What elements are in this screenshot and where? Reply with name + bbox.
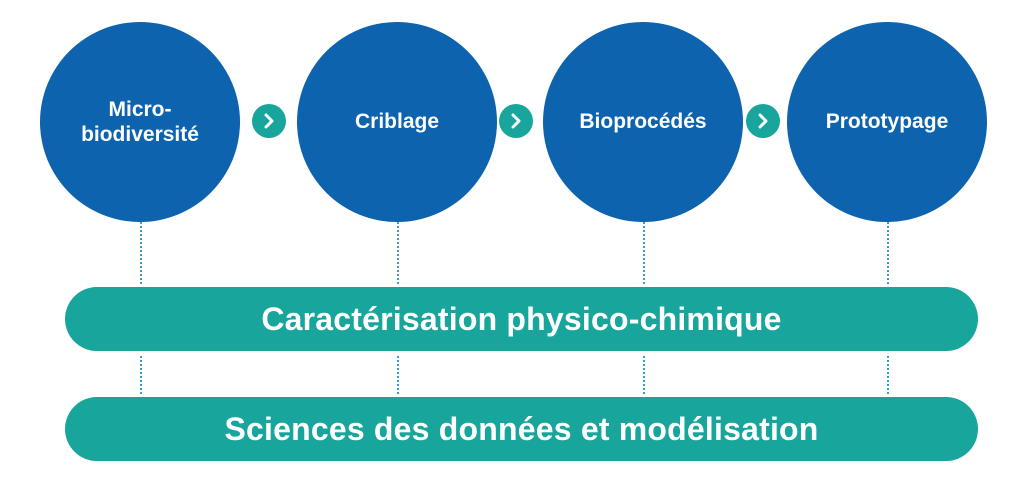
dotted-connector-line	[643, 356, 645, 394]
step-label: Micro- biodiversité	[81, 97, 199, 146]
band-label: Caractérisation physico-chimique	[261, 300, 782, 337]
dotted-connector-line	[140, 222, 142, 284]
dotted-connector-line	[397, 222, 399, 284]
band-label: Sciences des données et modélisation	[224, 410, 819, 447]
dotted-connector-line	[643, 222, 645, 284]
step-circle-criblage: Criblage	[297, 22, 497, 222]
dotted-connector-line	[887, 356, 889, 394]
chevron-right-icon	[252, 104, 286, 138]
dotted-connector-line	[397, 356, 399, 394]
step-circle-micro-biodiversite: Micro- biodiversité	[40, 22, 240, 222]
dotted-connector-line	[140, 356, 142, 394]
chevron-right-icon	[746, 104, 780, 138]
dotted-connector-line	[887, 222, 889, 284]
step-label: Prototypage	[825, 110, 949, 134]
chevron-right-icon	[499, 104, 533, 138]
band-caracterisation: Caractérisation physico-chimique	[65, 287, 978, 351]
step-label: Bioprocédés	[579, 110, 707, 134]
band-sciences-donnees: Sciences des données et modélisation	[65, 397, 978, 461]
step-label: Criblage	[354, 110, 440, 134]
step-circle-bioprocedes: Bioprocédés	[543, 22, 743, 222]
step-circle-prototypage: Prototypage	[787, 22, 987, 222]
